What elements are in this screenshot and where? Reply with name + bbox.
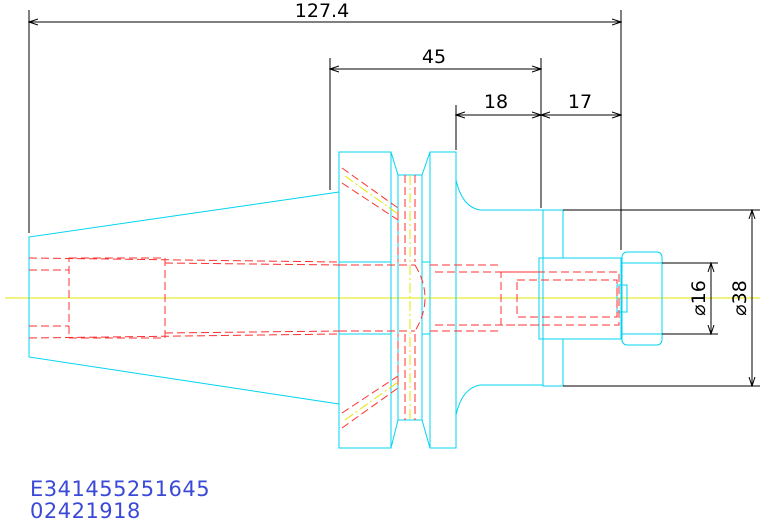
body-outline bbox=[455, 179, 663, 416]
taper-shank-outline bbox=[28, 191, 340, 405]
extension-lines bbox=[28, 10, 760, 387]
part-number: E341455251645 bbox=[30, 477, 211, 501]
drawing-number: 02421918 bbox=[30, 499, 141, 523]
flange-outline bbox=[338, 151, 457, 449]
inner-centerlines bbox=[344, 175, 411, 421]
dim-flange-to-end: 45 bbox=[422, 46, 446, 68]
dim-overall-length: 127.4 bbox=[295, 0, 349, 22]
dim-nose-length: 17 bbox=[568, 91, 592, 113]
dim-bore-diameter: ⌀16 bbox=[688, 280, 710, 316]
dim-body-length: 18 bbox=[484, 91, 508, 113]
hidden-lines bbox=[28, 167, 620, 429]
dimension-lines bbox=[29, 22, 752, 386]
dim-nose-diameter: ⌀38 bbox=[729, 280, 751, 316]
